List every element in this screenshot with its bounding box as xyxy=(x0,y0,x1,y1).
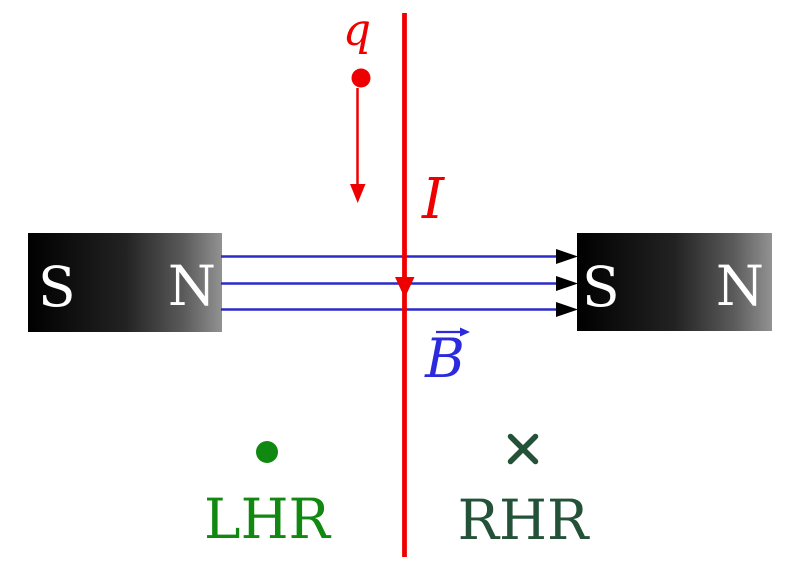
field-line-top-arrowhead-icon xyxy=(556,249,578,264)
rhr-label: RHR xyxy=(458,488,590,552)
into-page-cross-icon xyxy=(507,433,539,465)
charge-velocity-arrowhead-icon xyxy=(350,184,366,203)
lhr-label: LHR xyxy=(204,487,331,551)
rhr-group: RHR xyxy=(458,433,590,552)
field-label-group: B xyxy=(424,327,470,390)
field-lines xyxy=(221,249,578,317)
left-magnet: S N xyxy=(28,233,222,332)
field-line-middle-arrowhead-icon xyxy=(556,276,578,291)
field-label: B xyxy=(424,327,465,390)
right-magnet-north-label: N xyxy=(716,254,764,318)
right-magnet: S N xyxy=(577,233,772,331)
right-magnet-south-label: S xyxy=(582,255,620,319)
charge-particle-dot xyxy=(351,68,371,88)
current-direction-arrowhead-icon xyxy=(395,277,415,298)
right-magnet-body xyxy=(577,233,772,331)
into-page-cross-stroke-2 xyxy=(507,433,539,465)
left-magnet-south-label: S xyxy=(38,255,76,319)
lhr-group: LHR xyxy=(204,441,332,551)
charge-label: q xyxy=(343,5,371,56)
field-line-bottom-arrowhead-icon xyxy=(556,302,578,317)
current-label: I xyxy=(421,167,446,232)
field-vector-arrowhead-icon xyxy=(460,327,470,337)
out-of-page-dot-icon xyxy=(256,441,278,463)
left-magnet-north-label: N xyxy=(168,254,216,318)
left-magnet-body xyxy=(28,233,222,332)
charge-group: q xyxy=(343,5,371,203)
